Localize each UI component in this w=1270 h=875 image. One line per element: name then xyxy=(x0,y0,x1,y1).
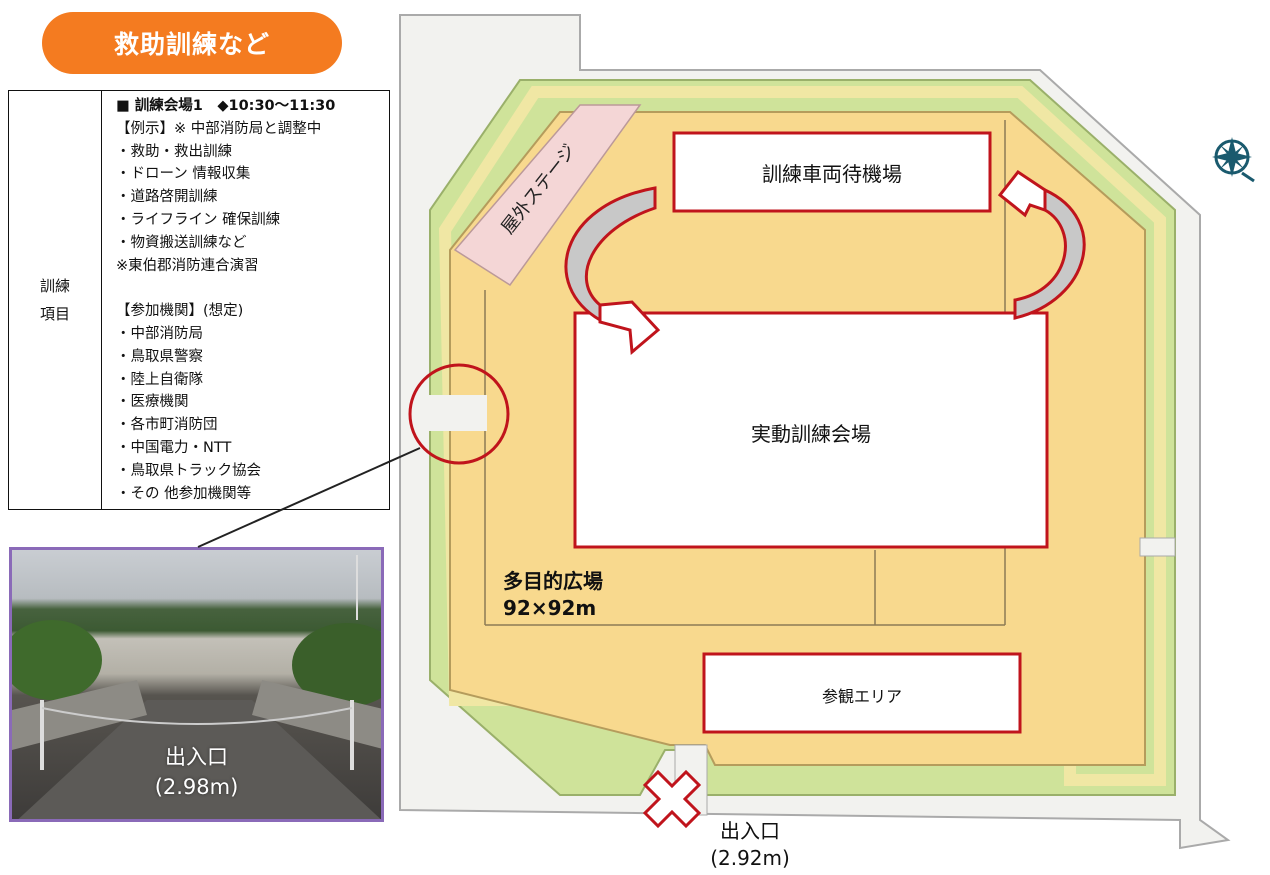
label-line: 項目 xyxy=(39,305,70,323)
outdoor-stage xyxy=(453,104,642,287)
field-size: 92×92m xyxy=(503,596,597,620)
side-gap-right xyxy=(1139,537,1176,557)
entrance-photo: 出入口 (2.98m) xyxy=(9,547,384,822)
list-item: ・ライフライン 確保訓練 xyxy=(116,211,281,228)
list-item: ■ 訓練会場1 ◆10:30～11:30 xyxy=(116,98,336,114)
compass-icon xyxy=(1212,137,1255,183)
list-item: ・ドローン 情報収集 xyxy=(116,166,251,183)
list-item: ・道路啓開訓練 xyxy=(116,189,218,206)
list-item: ・鳥取県トラック協会 xyxy=(116,462,261,479)
training-items-table: 訓練 項目 ■ 訓練会場1 ◆10:30～11:30 【例示】※ 中部消防局と調… xyxy=(8,90,390,510)
track-lane xyxy=(438,86,1166,786)
list-item: ・中国電力・NTT xyxy=(116,439,232,456)
photo-caption-line: (2.98m) xyxy=(154,775,239,799)
field-name: 多目的広場 xyxy=(503,569,603,593)
main-area-label: 実動訓練会場 xyxy=(751,422,871,446)
list-item: ・中部消防局 xyxy=(116,325,203,342)
section-title: 救助訓練など xyxy=(42,12,342,74)
photo-caption-line: 出入口 xyxy=(165,745,228,769)
entrance-label: 出入口 (2.92m) xyxy=(690,818,810,872)
vehicle-area-label: 訓練車両待機場 xyxy=(762,162,902,186)
vehicle-waiting-area xyxy=(672,131,992,213)
entrance-label-line: (2.92m) xyxy=(710,846,790,870)
table-row-label: 訓練 項目 xyxy=(9,91,102,509)
list-item: 【例示】※ 中部消防局と調整中 xyxy=(116,120,322,137)
photo-illustration xyxy=(12,555,381,819)
label-line: 訓練 xyxy=(39,277,70,295)
arrow-right-head xyxy=(997,169,1047,218)
list-item: ・医療機関 xyxy=(116,394,189,411)
viewing-area-label: 参観エリア xyxy=(821,687,902,706)
arrow-left-head xyxy=(598,300,661,356)
zoom-connector xyxy=(197,447,421,548)
field-name-block: 多目的広場 92×92m xyxy=(503,568,603,622)
closed-entrance-icon xyxy=(642,769,702,829)
list-item: ・各市町消防団 xyxy=(116,417,218,434)
list-item: ・その 他参加機関等 xyxy=(116,485,252,502)
list-item: ・救助・救出訓練 xyxy=(116,143,232,160)
side-gap xyxy=(425,395,487,431)
list-item: ・物資搬送訓練など xyxy=(116,234,247,251)
main-training-area xyxy=(573,311,1049,549)
training-items-list: ■ 訓練会場1 ◆10:30～11:30 【例示】※ 中部消防局と調整中 ・救助… xyxy=(102,91,389,509)
photo-caption: 出入口 (2.98m) xyxy=(12,742,381,802)
zoom-circle xyxy=(408,363,510,465)
viewing-area xyxy=(702,652,1022,734)
list-item: 【参加機関】(想定) xyxy=(116,303,244,320)
list-item: ・陸上自衛隊 xyxy=(116,371,203,388)
entrance-label-line: 出入口 xyxy=(720,819,780,843)
list-item: ※東伯郡消防連合演習 xyxy=(116,257,259,274)
list-item: ・鳥取県警察 xyxy=(116,348,203,365)
